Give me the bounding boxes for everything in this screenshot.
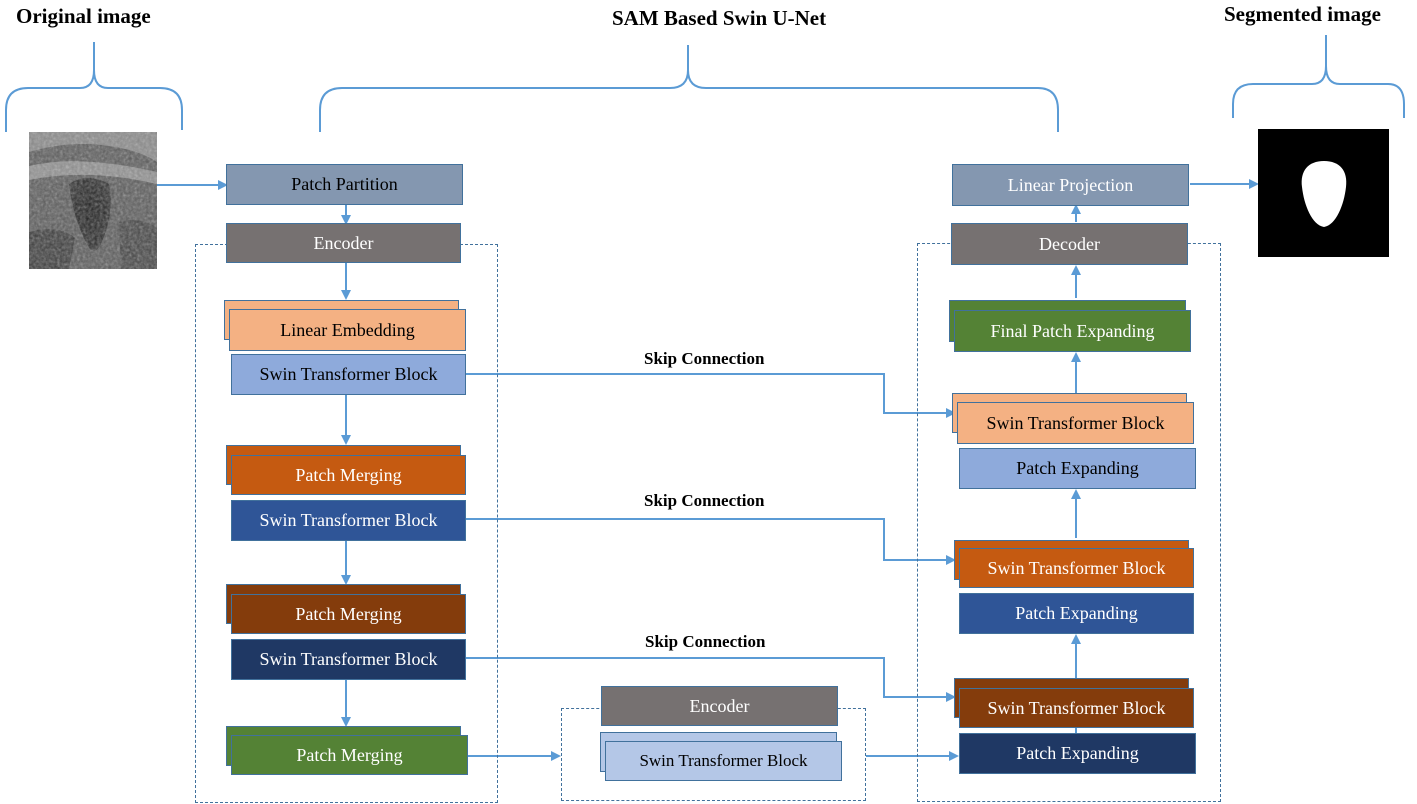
encoder-swin-block-2: Swin Transformer Block (231, 500, 466, 541)
brace-main (319, 45, 1059, 132)
linear-embedding-block: Linear Embedding (229, 309, 466, 351)
bottleneck-swin-block: Swin Transformer Block (605, 741, 842, 781)
decoder-swin-block-1: Swin Transformer Block (957, 402, 1194, 444)
skip-connection-label-3: Skip Connection (645, 632, 766, 651)
bottleneck-encoder-title: Encoder (601, 686, 838, 726)
segmented-mask-image (1258, 129, 1389, 257)
encoder-swin-block-1: Swin Transformer Block (231, 354, 466, 395)
brace-original (5, 42, 183, 132)
skip-connection-label-1: Skip Connection (644, 349, 765, 368)
skip-connection-3 (466, 657, 956, 702)
heading-segmented-image: Segmented image (1224, 2, 1381, 26)
decoder-swin-block-3: Swin Transformer Block (959, 688, 1194, 728)
decoder-swin-block-2: Swin Transformer Block (959, 548, 1194, 588)
skip-connection-label-2: Skip Connection (644, 491, 765, 510)
original-ultrasound-image (29, 132, 157, 269)
patch-partition-block: Patch Partition (226, 164, 463, 205)
brace-segmented (1232, 35, 1405, 118)
patch-merging-block-2: Patch Merging (231, 594, 466, 634)
encoder-swin-block-3: Swin Transformer Block (231, 639, 466, 680)
decoder-title-block: Decoder (951, 223, 1188, 265)
linear-projection-block: Linear Projection (952, 164, 1189, 206)
encoder-title-block: Encoder (226, 223, 461, 263)
heading-original-image: Original image (16, 4, 151, 28)
patch-expanding-block-1: Patch Expanding (959, 448, 1196, 489)
patch-merging-block-1: Patch Merging (231, 455, 466, 495)
patch-expanding-block-3: Patch Expanding (959, 733, 1196, 774)
skip-connection-2 (466, 518, 956, 565)
patch-merging-block-3: Patch Merging (231, 735, 468, 775)
skip-connection-1 (466, 373, 956, 418)
final-patch-expanding-block: Final Patch Expanding (954, 310, 1191, 352)
patch-expanding-block-2: Patch Expanding (959, 593, 1194, 634)
heading-main-title: SAM Based Swin U-Net (612, 6, 827, 30)
